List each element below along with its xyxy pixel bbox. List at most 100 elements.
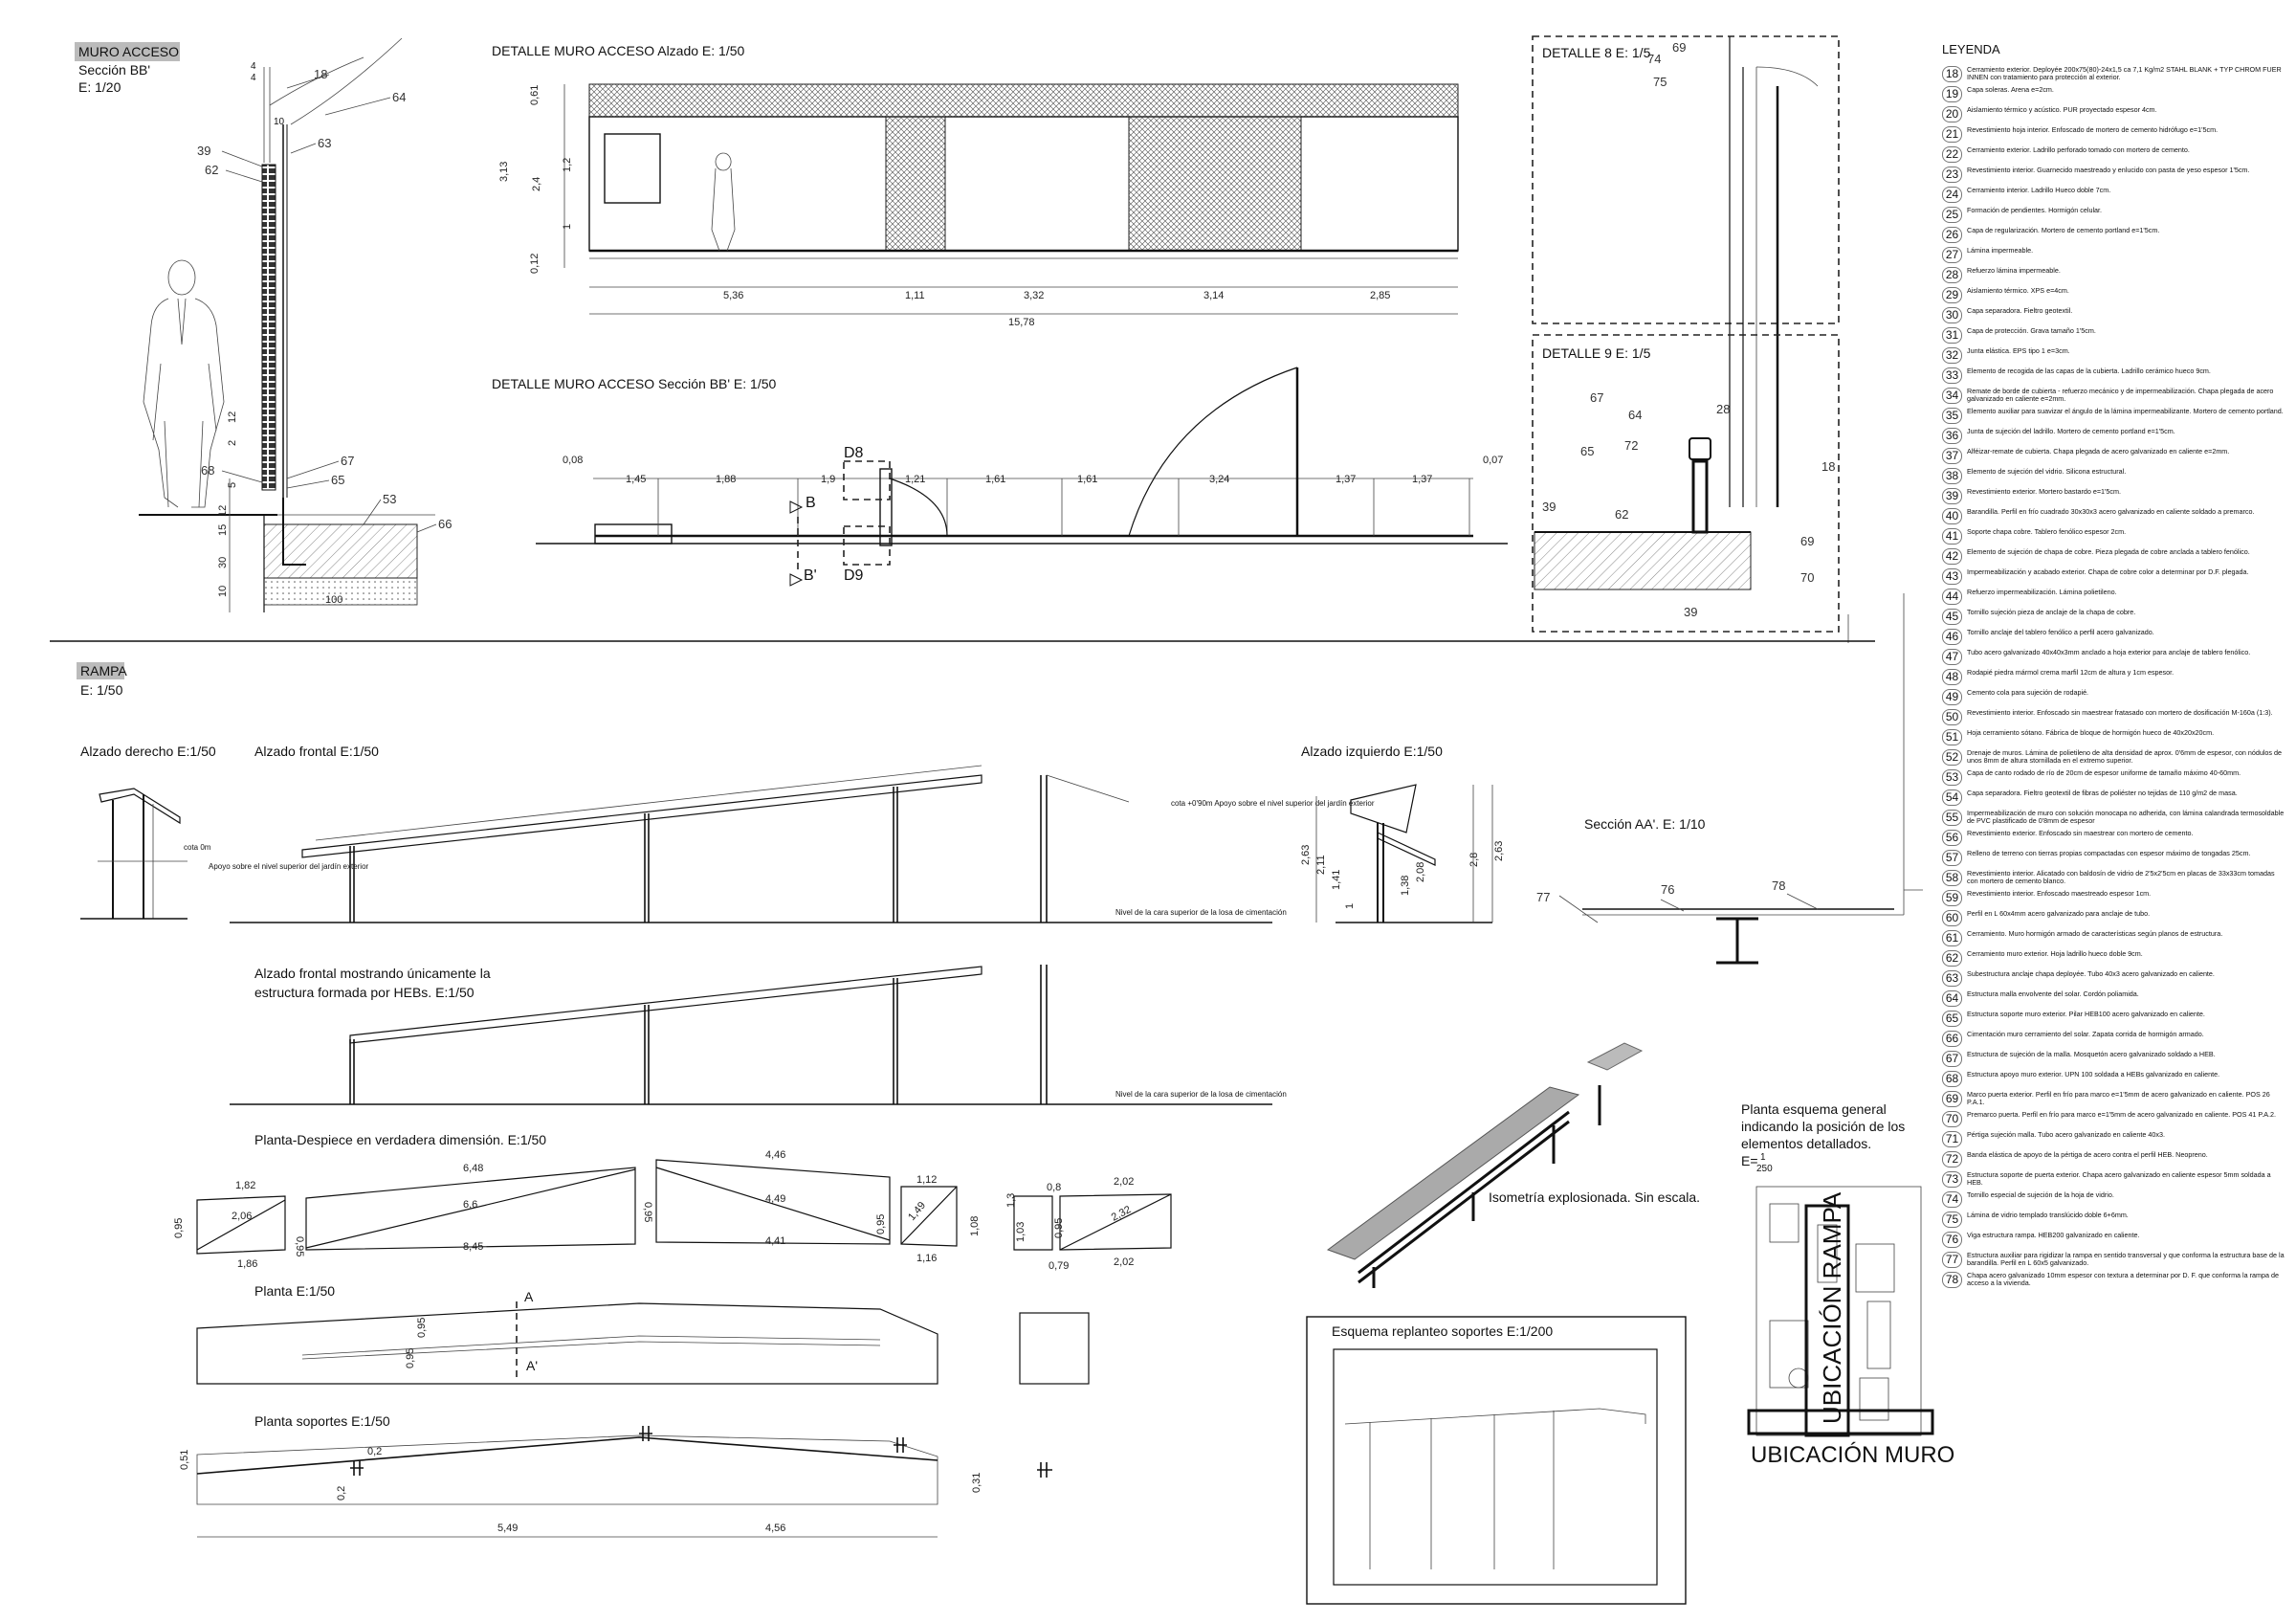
- muro-callout-39: 39: [197, 144, 210, 158]
- muro-dim-15: 15: [217, 524, 229, 536]
- izq-dim-0: 2,63: [1300, 845, 1312, 865]
- legend-number: 69: [1942, 1091, 1962, 1107]
- alzado-vdim-5: 0,12: [529, 254, 541, 274]
- d9-callout-39a: 39: [1542, 500, 1556, 514]
- seccion-dim-10: 0,07: [1483, 455, 1503, 466]
- legend-item-47: 47 Tubo acero galvanizado 40x40x3mm ancla…: [1942, 648, 2286, 665]
- legend-number: 59: [1942, 890, 1962, 906]
- muro-dim-5: 5: [227, 482, 238, 488]
- legend-number: 64: [1942, 990, 1962, 1007]
- despiece-dim-2: 0,95: [173, 1218, 185, 1238]
- legend-number: 29: [1942, 287, 1962, 303]
- esquema-title-2: indicando la posición de los: [1741, 1119, 1905, 1134]
- planta-title: Planta E:1/50: [254, 1283, 335, 1299]
- legend-number: 45: [1942, 609, 1962, 625]
- legend-text: Estructura de sujeción de la malla. Mosq…: [1967, 1050, 2216, 1058]
- legend-number: 72: [1942, 1151, 1962, 1167]
- estructura-title-2: estructura formada por HEBs. E:1/50: [254, 985, 475, 1000]
- legend-number: 74: [1942, 1191, 1962, 1208]
- alzado-vdim-1: 3,13: [498, 162, 510, 182]
- legend-text: Capa separadora. Fieltro geotextil de fi…: [1967, 789, 2238, 797]
- legend-number: 18: [1942, 66, 1962, 82]
- rampa-title: RAMPA: [80, 663, 127, 678]
- d9-callout-70: 70: [1800, 570, 1814, 585]
- replanteo: Esquema replanteo soportes E:1/200: [1306, 1316, 1687, 1605]
- alzado-person: [711, 152, 736, 252]
- seccion-d8: D8: [844, 445, 864, 461]
- legend-number: 49: [1942, 689, 1962, 705]
- mesh-band: [588, 83, 1459, 118]
- soportes-dim-2: 0,2: [336, 1486, 347, 1501]
- legend-number: 63: [1942, 970, 1962, 987]
- aa-callout-77: 77: [1536, 890, 1550, 904]
- legend-text: Capa de protección. Grava tamaño 1'5cm.: [1967, 326, 2096, 335]
- alzado-hdim-4: 2,85: [1370, 290, 1390, 301]
- detalle-8-title: DETALLE 8 E: 1/5: [1542, 45, 1651, 60]
- muro-subtitle: Sección BB': [78, 62, 150, 78]
- planta-a: A: [524, 1289, 534, 1304]
- d9-callout-65: 65: [1580, 444, 1594, 458]
- legend-text: Tubo acero galvanizado 40x40x3mm anclado…: [1967, 648, 2251, 656]
- muro-dim-10: 10: [217, 586, 229, 597]
- seccion-dim-7: 3,24: [1209, 474, 1229, 485]
- footing: [263, 523, 418, 579]
- legend-item-72: 72 Banda elástica de apoyo de la pértiga …: [1942, 1150, 2286, 1167]
- esquema: Planta esquema general indicando la posi…: [1741, 1101, 1954, 1468]
- d9-callout-39b: 39: [1684, 605, 1697, 619]
- legend-number: 60: [1942, 910, 1962, 926]
- legend-text: Rodapié piedra mármol crema marfil 12cm …: [1967, 668, 2175, 677]
- despiece-dim-23: 2,32: [1110, 1204, 1134, 1224]
- alzado-frontal-note: cota +0'90m Apoyo sobre el nivel superio…: [1171, 799, 1375, 808]
- legend-number: 47: [1942, 649, 1962, 665]
- legend-text: Elemento de sujeción de chapa de cobre. …: [1967, 547, 2250, 556]
- despiece-dim-19: 1,03: [1015, 1222, 1027, 1242]
- legend-number: 21: [1942, 126, 1962, 143]
- seccion-dim-3: 1,9: [821, 474, 835, 485]
- legend-text: Cerramiento muro exterior. Hoja ladrillo…: [1967, 949, 2143, 958]
- legend-number: 52: [1942, 749, 1962, 766]
- legend-number: 73: [1942, 1171, 1962, 1188]
- legend-text: Banda elástica de apoyo de la pértiga de…: [1967, 1150, 2208, 1159]
- legend-text: Capa soleras. Arena e=2cm.: [1967, 85, 2054, 94]
- d9-callout-28: 28: [1716, 402, 1730, 416]
- heb-profile: [1716, 917, 1758, 965]
- legend-number: 55: [1942, 810, 1962, 826]
- seccion-dim-8: 1,37: [1336, 474, 1356, 485]
- muro-callout-53: 53: [383, 492, 396, 506]
- legend-text: Cerramiento. Muro hormigón armado de car…: [1967, 929, 2223, 938]
- legend-number: 53: [1942, 769, 1962, 786]
- legend-text: Tornillo anclaje del tablero fenólico a …: [1967, 628, 2154, 636]
- brick-wall: [261, 164, 276, 491]
- esquema-scale: E=: [1741, 1153, 1758, 1168]
- muro-callout-68: 68: [201, 463, 214, 478]
- legend-number: 48: [1942, 669, 1962, 685]
- izq-dim-2: 1,41: [1331, 870, 1342, 890]
- isometria-title: Isometría explosionada. Sin escala.: [1489, 1189, 1700, 1205]
- legend-text: Aislamiento térmico y acústico. PUR proy…: [1967, 105, 2157, 114]
- legend-number: 50: [1942, 709, 1962, 725]
- legend-text: Subestructura anclaje chapa deployée. Tu…: [1967, 969, 2215, 978]
- despiece-dim-1: 2,06: [232, 1211, 252, 1222]
- ubic-rampa: UBICACIÓN RAMPA: [1818, 1191, 1846, 1424]
- despiece-dim-6: 6,6: [463, 1199, 477, 1211]
- alzado-frontal-base: Nivel de la cara superior de la losa de …: [1115, 908, 1287, 917]
- izq-dim-6: 2,8: [1468, 853, 1480, 867]
- alzado-hdim-3: 3,14: [1203, 290, 1224, 301]
- legend-text: Cemento cola para sujeción de rodapié.: [1967, 688, 2089, 697]
